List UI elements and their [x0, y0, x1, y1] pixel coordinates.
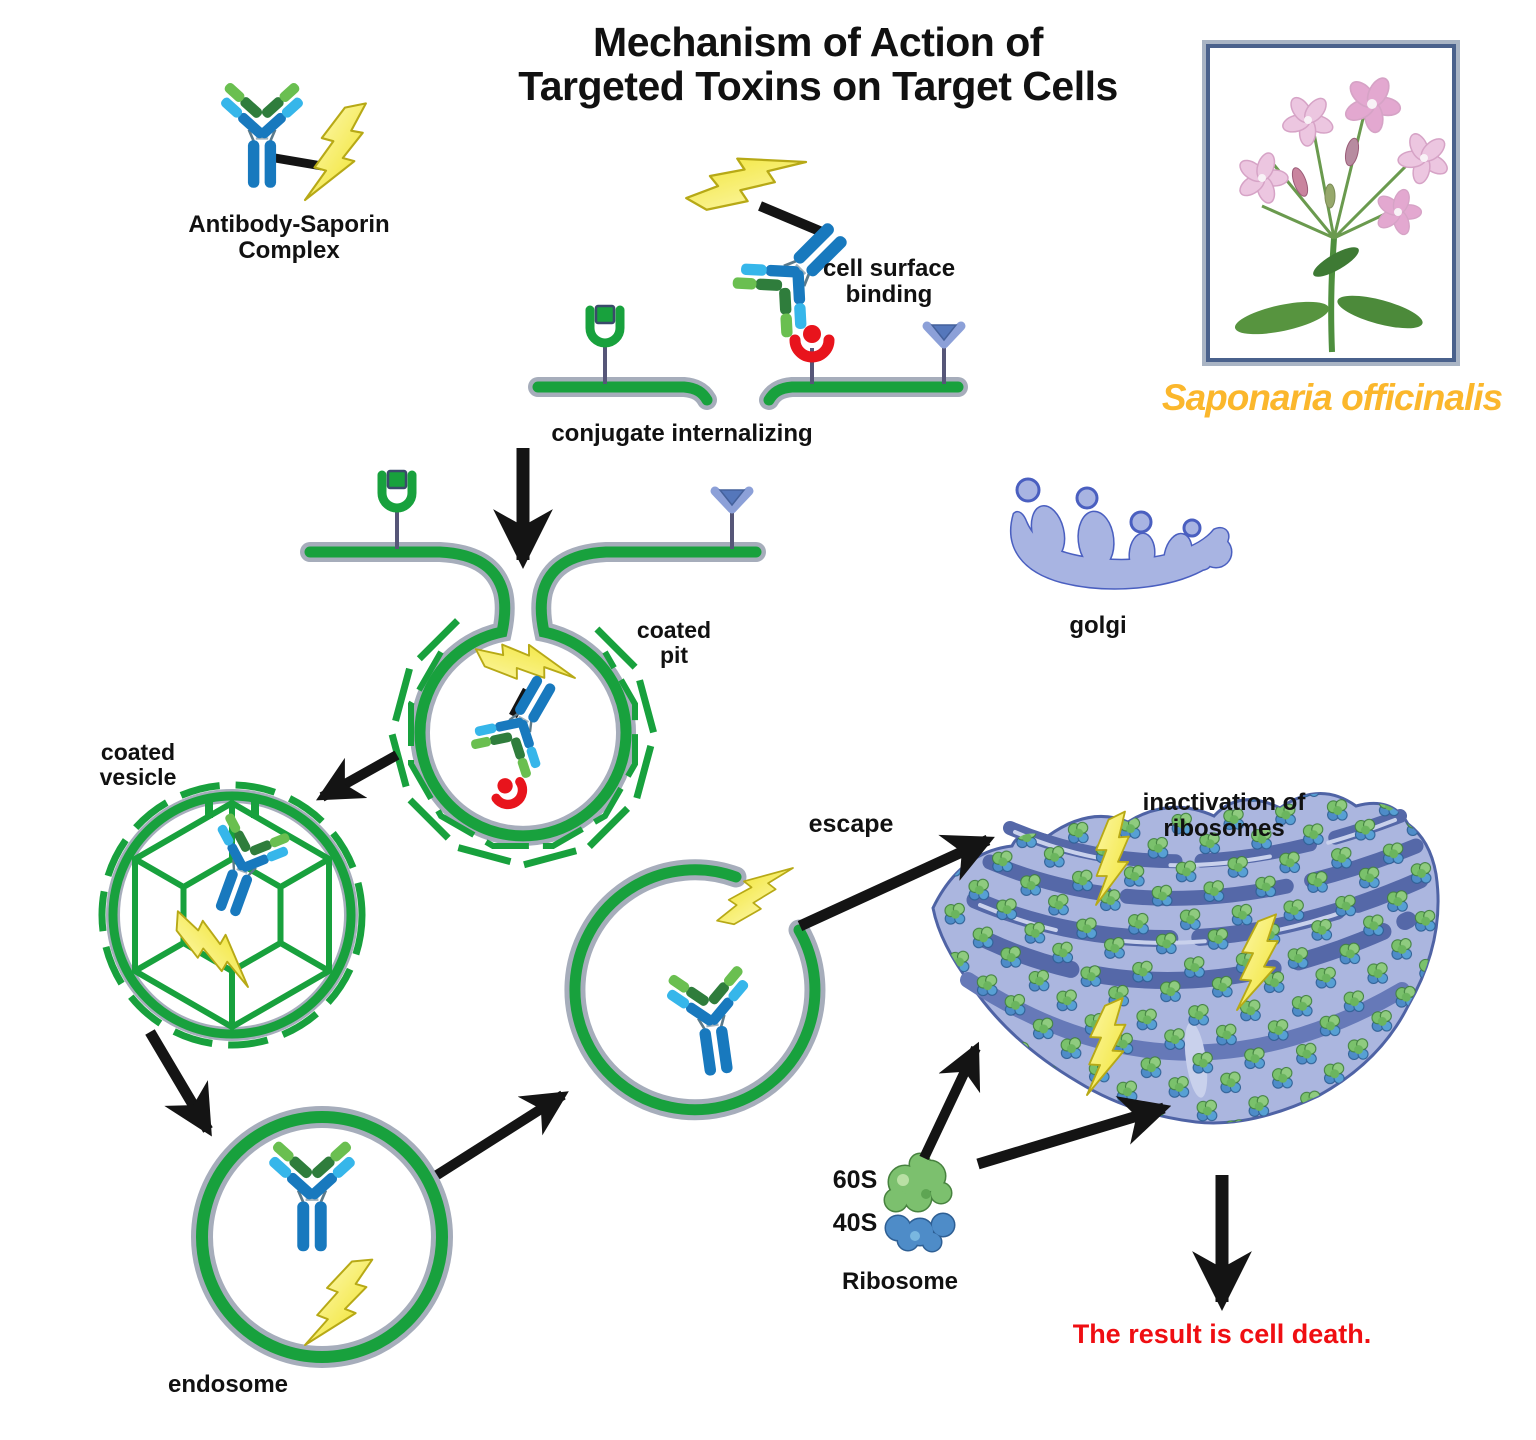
title-line1: Mechanism of Action of: [593, 19, 1043, 65]
endosome-icon: [191, 1106, 453, 1368]
conjugate-internalizing-label: conjugate internalizing: [551, 420, 813, 447]
cell-surface-binding-label: cell surface binding: [822, 255, 956, 309]
antibody-saporin-complex-icon: [212, 79, 367, 202]
rough-er-icon: [931, 791, 1440, 1125]
escape-label: escape: [808, 810, 894, 838]
cell-surface-bound-complex-icon: [685, 117, 877, 352]
species-name-label: Saponaria officinalis: [1161, 377, 1503, 418]
subunit-60s-label: 60S: [832, 1166, 878, 1194]
green-receptor-icon: [382, 471, 412, 549]
coated-vesicle-icon: [98, 781, 366, 1049]
arrow-vesicle-to-endosome: [145, 1029, 213, 1137]
saponaria-photo: [1202, 40, 1460, 366]
green-receptor-icon: [590, 306, 620, 384]
coated-vesicle-label: coated vesicle: [99, 739, 177, 791]
page-title: Mechanism of Action of Targeted Toxins o…: [518, 20, 1118, 109]
escape-vesicle-icon: [575, 847, 815, 1110]
arrow-ribosome-to-er-long: [976, 1096, 1172, 1170]
title-line2: Targeted Toxins on Target Cells: [518, 63, 1118, 110]
arrow-ribosome-to-er-short: [919, 1041, 981, 1161]
coated-pit-icon: [310, 552, 756, 869]
arrow-pit-to-vesicle: [315, 750, 400, 802]
coated-pit-label: coated pit: [636, 617, 712, 669]
flow-arrows: [145, 448, 1252, 1311]
ribosome-icon: [883, 1152, 956, 1253]
ribosome-label: Ribosome: [841, 1268, 959, 1295]
arrow-escape-to-er: [797, 834, 995, 932]
golgi-icon: [1009, 477, 1233, 590]
arrow-endosome-to-escape: [434, 1090, 569, 1180]
endosome-label: endosome: [167, 1371, 289, 1398]
red-receptor-icon: [795, 325, 829, 384]
antibody-saporin-complex-label: Antibody-Saporin Complex: [188, 211, 390, 265]
golgi-label: golgi: [1069, 612, 1127, 639]
cell-membrane-top: [538, 387, 958, 400]
result-cell-death-label: The result is cell death.: [1072, 1319, 1372, 1349]
flower-illustration: [1234, 77, 1448, 353]
y-receptor-icon: [927, 325, 961, 384]
inactivation-of-ribosomes-label: inactivation of ribosomes: [1142, 789, 1306, 843]
subunit-40s-label: 40S: [832, 1209, 878, 1237]
y-receptor-icon: [715, 490, 749, 549]
